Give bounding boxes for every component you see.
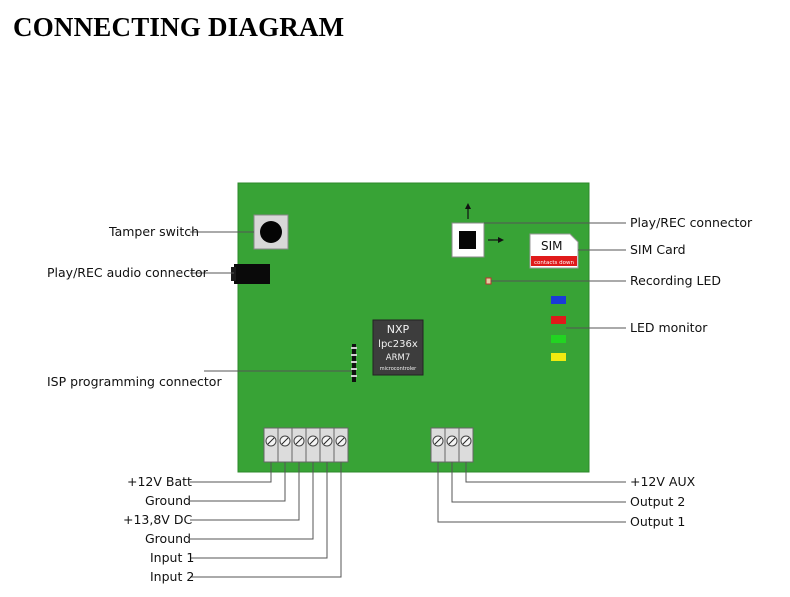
- label-play-rec-audio-connector: Play/REC audio connector: [47, 265, 209, 280]
- recording-led: [485, 277, 492, 285]
- tamper-switch: [253, 214, 289, 250]
- label-terminal-output-1: Output 1: [630, 514, 685, 529]
- label-terminal-ground-2: Ground: [145, 531, 191, 546]
- microcontroller-chip: NXP lpc236x ARM7 microcontroler: [372, 319, 424, 376]
- chip-line-1: NXP: [387, 323, 410, 336]
- label-terminal-13-8v-dc: +13,8V DC: [123, 512, 192, 527]
- label-terminal-12v-batt: +12V Batt: [127, 474, 192, 489]
- sim-card: SIM contacts down: [529, 233, 579, 269]
- label-terminal-input-2: Input 2: [150, 569, 194, 584]
- isp-header: [351, 344, 357, 382]
- right-terminal-block: [430, 427, 474, 463]
- led-green: [551, 335, 566, 343]
- diagram-title: CONNECTING DIAGRAM: [13, 12, 345, 42]
- label-recording-led: Recording LED: [630, 273, 721, 288]
- label-isp-programming-connector: ISP programming connector: [47, 374, 222, 389]
- label-play-rec-connector: Play/REC connector: [630, 215, 753, 230]
- label-terminal-output-2: Output 2: [630, 494, 685, 509]
- led-red: [551, 316, 566, 324]
- sim-sublabel: contacts down: [534, 260, 575, 266]
- label-terminal-input-1: Input 1: [150, 550, 194, 565]
- sim-label: SIM: [541, 239, 563, 253]
- play-rec-button: [451, 203, 504, 258]
- chip-line-3: ARM7: [386, 353, 410, 363]
- label-terminal-ground-1: Ground: [145, 493, 191, 508]
- chip-line-2: lpc236x: [378, 339, 418, 350]
- led-monitor: [551, 296, 566, 361]
- leader-lines: [190, 222, 626, 578]
- left-terminal-block: [263, 427, 349, 463]
- label-terminal-12v-aux: +12V AUX: [630, 474, 696, 489]
- label-sim-card: SIM Card: [630, 242, 686, 257]
- led-yellow: [551, 353, 566, 361]
- chip-line-4: microcontroler: [380, 366, 417, 372]
- led-blue: [551, 296, 566, 304]
- audio-connector: [231, 264, 270, 284]
- label-led-monitor: LED monitor: [630, 320, 708, 335]
- label-tamper-switch: Tamper switch: [108, 224, 199, 239]
